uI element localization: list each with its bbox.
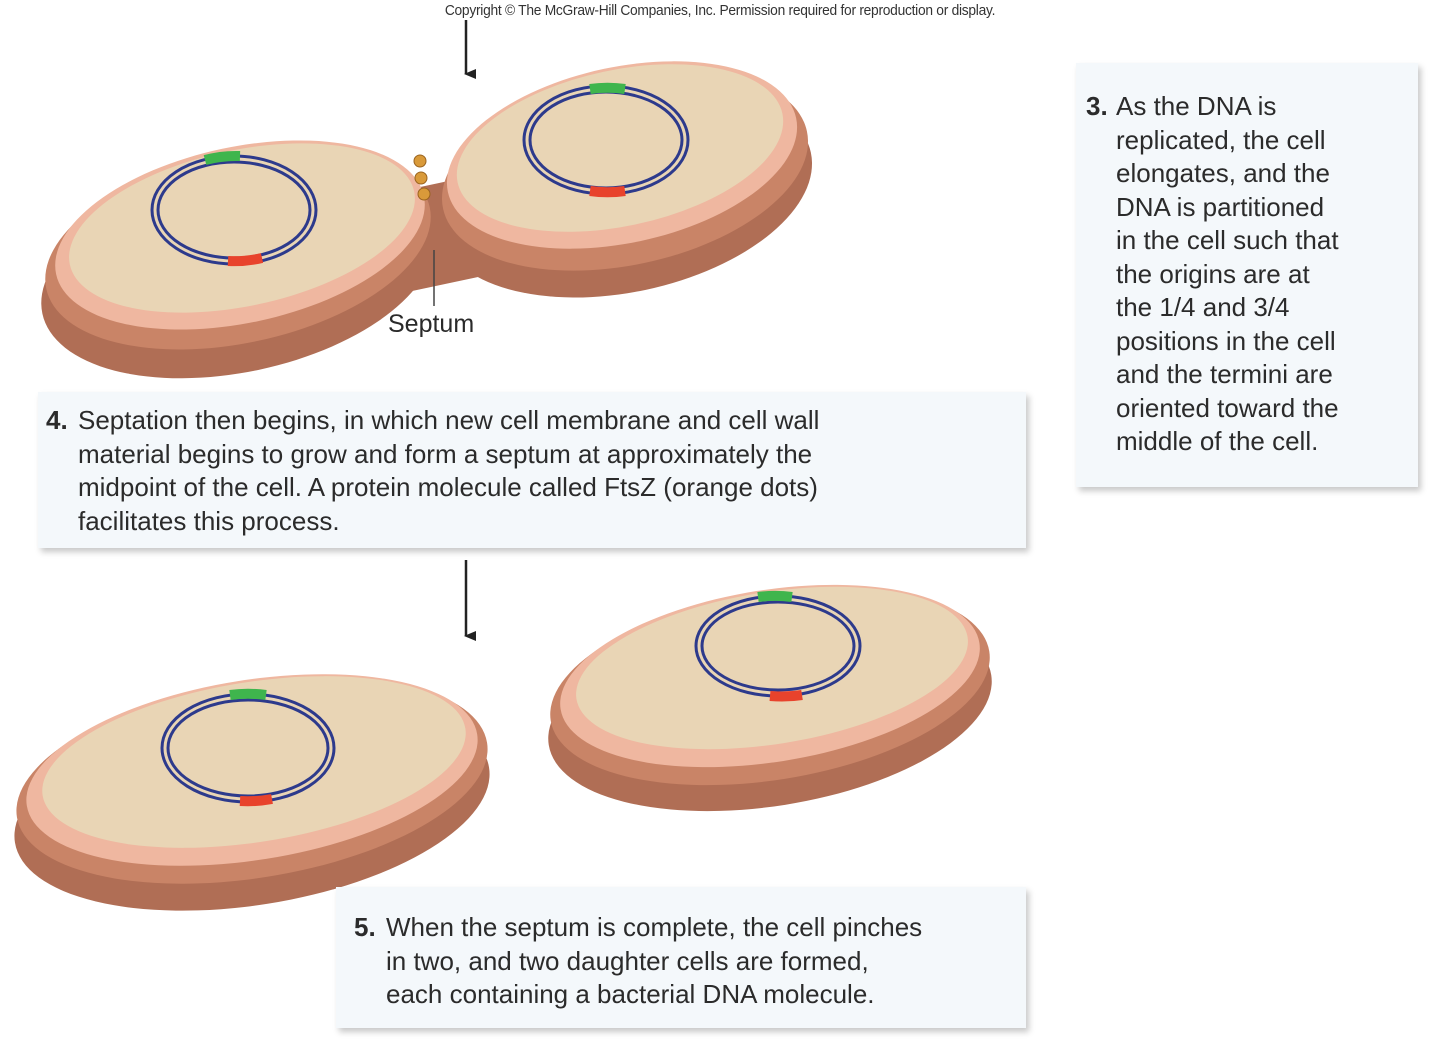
- dna-molecule: [160, 688, 336, 807]
- ftsz-dot: [413, 154, 427, 168]
- step-text: As the DNA is replicated, the cell elong…: [1116, 91, 1339, 456]
- step-text: When the septum is complete, the cell pi…: [386, 912, 923, 1009]
- origin-marker: [229, 688, 267, 700]
- step-3-caption: 3. As the DNA is replicated, the cell el…: [1076, 63, 1418, 487]
- step-5-caption: 5. When the septum is complete, the cell…: [336, 887, 1026, 1028]
- dna-molecule-left: [150, 150, 318, 267]
- ftsz-dot: [414, 171, 428, 185]
- terminus-marker: [239, 794, 273, 807]
- cytoplasm: [69, 64, 784, 313]
- ftsz-dot: [417, 187, 431, 201]
- daughter-cell-left: [14, 674, 490, 911]
- step-number: 4.: [46, 405, 68, 435]
- ftsz-proteins: [413, 154, 431, 201]
- copyright-notice: Copyright © The McGraw-Hill Companies, I…: [444, 2, 996, 19]
- terminus-marker: [589, 186, 626, 198]
- dividing-cell: [41, 61, 813, 379]
- origin-marker: [203, 150, 241, 165]
- origin-marker: [589, 82, 626, 94]
- step-number: 3.: [1086, 91, 1108, 121]
- terminus-marker: [227, 253, 264, 267]
- step-4-caption: 4. Septation then begins, in which new c…: [38, 392, 1026, 548]
- dna-molecule-right: [522, 82, 690, 198]
- septum-label: Septum: [388, 310, 475, 338]
- terminus-marker: [769, 690, 803, 702]
- step-number: 5.: [354, 912, 376, 942]
- origin-marker: [757, 590, 793, 602]
- daughter-cell-right: [548, 584, 992, 812]
- dna-molecule: [694, 590, 862, 702]
- step-text: Septation then begins, in which new cell…: [78, 405, 820, 536]
